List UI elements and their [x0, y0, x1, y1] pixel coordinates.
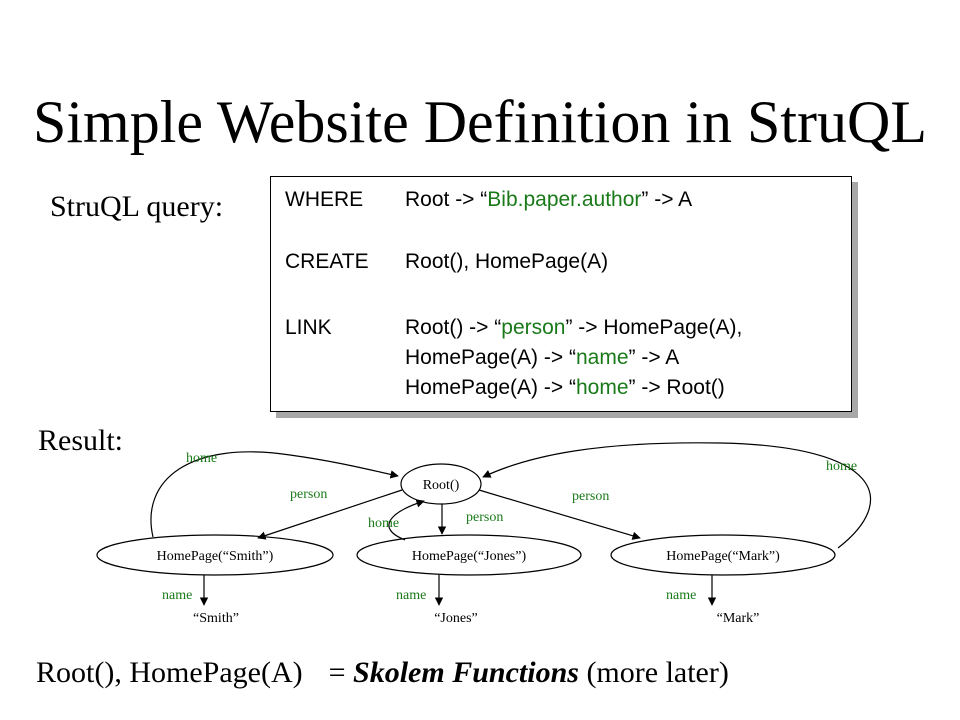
- footer-lhs: Root(), HomePage(A): [36, 656, 303, 689]
- node-homepage-jones-label: HomePage(“Jones”): [412, 549, 527, 564]
- link-keyword: LINK: [285, 316, 332, 339]
- link1-string: person: [501, 316, 566, 339]
- edge-label-name-smith: name: [162, 588, 192, 603]
- edge-label-person-jones: person: [466, 510, 503, 525]
- create-line: CREATE Root(), HomePage(A): [285, 249, 608, 275]
- where-pre: Root -> “: [405, 188, 488, 211]
- footer-note: Root(), HomePage(A) = Skolem Functions (m…: [36, 656, 729, 690]
- node-homepage-jones: [356, 534, 582, 576]
- page-title: Simple Website Definition in StruQL: [33, 89, 927, 155]
- edge-home-smith: [150, 451, 399, 538]
- where-string: Bib.paper.author: [487, 188, 642, 211]
- edge-label-home-mark: home: [826, 459, 857, 474]
- footer-emphasis: Skolem Functions: [353, 656, 579, 689]
- query-label: StruQL query:: [50, 190, 224, 223]
- footer-rest: (more later): [578, 656, 729, 689]
- link3-pre: HomePage(A) -> “: [405, 376, 576, 399]
- node-homepage-mark-label: HomePage(“Mark”): [666, 549, 780, 564]
- where-post: ” -> A: [641, 188, 693, 211]
- edge-person-mark: [478, 489, 641, 540]
- link3-post: ” -> Root(): [628, 376, 725, 399]
- edge-label-person-smith: person: [290, 487, 327, 502]
- edge-person-smith: [257, 489, 403, 540]
- link1-pre: Root() -> “: [405, 316, 502, 339]
- create-body: Root(), HomePage(A): [405, 250, 609, 273]
- link2-string: name: [575, 346, 629, 369]
- link2-pre: HomePage(A) -> “: [405, 346, 576, 369]
- where-line: WHERE Root -> “Bib.paper.author” -> A: [285, 187, 692, 213]
- node-homepage-smith-label: HomePage(“Smith”): [157, 549, 274, 564]
- value-smith: “Smith”: [193, 611, 239, 626]
- link-line-2: HomePage(A) -> “name” -> A: [285, 345, 679, 371]
- edge-label-person-mark: person: [572, 489, 609, 504]
- where-keyword: WHERE: [285, 188, 364, 211]
- edge-home-mark: [482, 442, 872, 549]
- value-jones: “Jones”: [434, 611, 478, 626]
- link2-post: ” -> A: [628, 346, 680, 369]
- link3-string: home: [575, 376, 629, 399]
- link1-post: ” -> HomePage(A),: [565, 316, 743, 339]
- edge-home-jones: [388, 499, 425, 541]
- edge-label-name-mark: name: [666, 588, 696, 603]
- edge-label-name-jones: name: [396, 588, 426, 603]
- create-keyword: CREATE: [285, 250, 369, 273]
- node-homepage-smith: [96, 534, 334, 576]
- edge-label-home-jones: home: [368, 516, 399, 531]
- result-label: Result:: [38, 424, 124, 457]
- edge-label-home-smith: home: [186, 451, 217, 466]
- link-line-3: HomePage(A) -> “home” -> Root(): [285, 375, 725, 401]
- footer-eq: =: [328, 656, 354, 689]
- value-mark: “Mark”: [717, 611, 760, 626]
- node-homepage-mark: [610, 534, 836, 576]
- link-line-1: LINK Root() -> “person” -> HomePage(A),: [285, 315, 742, 341]
- node-root-label: Root(): [423, 478, 460, 493]
- node-root: [400, 463, 482, 505]
